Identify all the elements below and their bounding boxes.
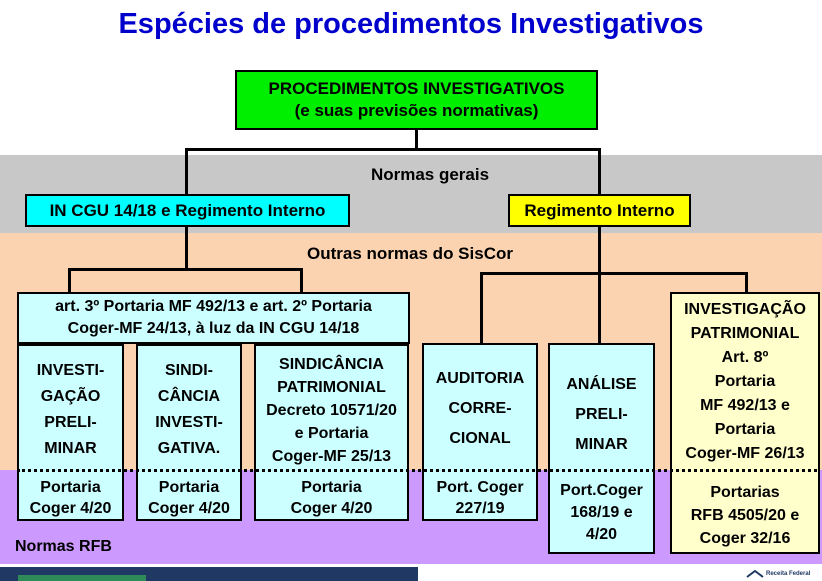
connector-root-down [415,130,418,150]
procedure-sindicancia-investigativa: SINDI- CÂNCIA INVESTI- GATIVA. Portaria … [136,344,242,521]
normas-rfb-label: Normas RFB [15,538,112,555]
footer-bar-green [18,575,146,581]
procedure-analise-preliminar: ANÁLISE PRELI- MINAR Port.Coger 168/19 e… [548,343,655,554]
connector-right-to-children [598,227,601,274]
root-box: PROCEDIMENTOS INVESTIGATIVOS (e suas pre… [235,70,598,130]
receita-federal-logo: Receita Federal [746,568,810,580]
rfb-separator-dotted-line [17,469,817,472]
receita-federal-logo-icon [746,569,764,578]
connector-group-right [300,268,303,292]
group-line2: Coger-MF 24/13, à luz da IN CGU 14/18 [67,320,360,337]
group-box: art. 3º Portaria MF 492/13 e art. 2º Por… [17,292,410,344]
receita-federal-logo-text: Receita Federal [766,571,811,577]
procedure-investigacao-patrimonial: INVESTIGAÇÃO PATRIMONIAL Art. 8º Portari… [670,292,820,554]
connector-right-down [598,148,601,194]
connector-group-horizontal [68,268,303,271]
group-line1: art. 3º Portaria MF 492/13 e art. 2º Por… [55,298,372,315]
connector-left-to-group [185,227,188,271]
root-line2: (e suas previsões normativas) [294,101,539,120]
page-title: Espécies de procedimentos Investigativos [118,8,704,40]
normas-gerais-label: Normas gerais [370,165,490,184]
procedure-investigacao-preliminar: INVESTI- GAÇÃO PRELI- MINAR Portaria Cog… [17,344,124,521]
connector-left-down [185,148,188,194]
outras-normas-label: Outras normas do SisCor [307,244,513,263]
connector-auditoria [480,272,483,343]
root-line1: PROCEDIMENTOS INVESTIGATIVOS [268,79,565,98]
connector-group-left [68,268,71,292]
connector-analise [598,275,601,343]
level1-right-box: Regimento Interno [508,194,691,227]
procedure-auditoria-correcional: AUDITORIA CORRE- CIONAL Port. Coger 227/… [422,343,538,521]
connector-level1-horizontal [185,148,600,151]
level1-left-box: IN CGU 14/18 e Regimento Interno [25,194,350,227]
connector-investigacao-patrimonial [745,272,748,292]
connector-children-horizontal [480,272,748,275]
procedure-sindicancia-patrimonial: SINDICÂNCIA PATRIMONIAL Decreto 10571/20… [254,344,409,521]
